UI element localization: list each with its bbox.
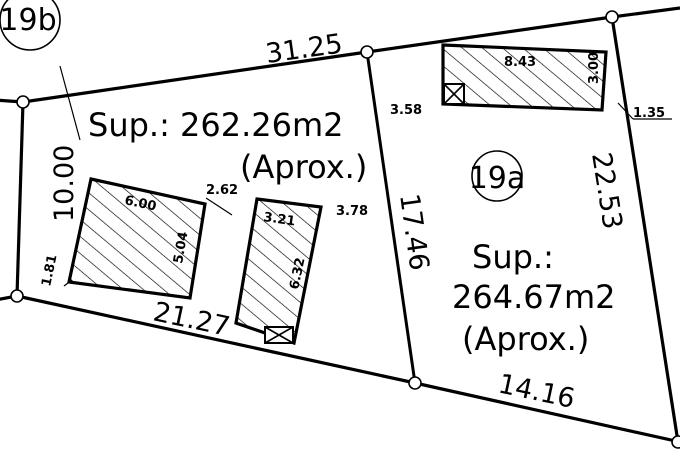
offset-leader: [63, 279, 73, 287]
corner-marker: [360, 45, 374, 59]
lot-a-area-label: Sup.:: [472, 238, 554, 276]
lot-boundary-left: [15, 101, 25, 297]
left-house-width: 6.00: [123, 193, 157, 214]
middle-house-depth: 6.32: [287, 256, 308, 290]
bottom-right-boundary-length: 14.16: [496, 369, 578, 415]
corner-marker: [10, 289, 24, 303]
lot-divider-line: [365, 51, 417, 384]
corner-marker: [16, 95, 30, 109]
right-house-to-edge-offset: 1.35: [633, 106, 665, 121]
lot-boundary-bottom: [0, 294, 680, 444]
right-boundary-length: 22.53: [585, 150, 628, 231]
corner-marker: [671, 435, 680, 449]
right-house-depth: 3.00: [587, 52, 602, 84]
left-boundary-length: 10.00: [49, 145, 80, 222]
middle-to-divider-offset: 3.78: [336, 204, 368, 219]
left-house-footprint: [67, 177, 207, 300]
offset-leader: [617, 102, 634, 120]
offset-leader: [205, 197, 233, 216]
lot-a-area-approx: (Aprox.): [462, 320, 589, 358]
leader-line: [59, 65, 81, 141]
divider-length: 17.46: [393, 192, 434, 273]
middle-house-width: 3.21: [262, 210, 296, 229]
lot-boundary-right: [610, 16, 680, 443]
right-house-width: 8.43: [504, 55, 536, 70]
lot-a-area: 264.67m2: [452, 278, 616, 316]
lot-b-area: Sup.: 262.26m2: [88, 106, 344, 144]
divider-to-right-house-offset: 3.58: [390, 103, 422, 118]
top-left-boundary-length: 31.25: [264, 28, 345, 69]
lot-a-tag: 19a: [469, 161, 526, 196]
meter-box-cross: [264, 326, 294, 344]
lot-b-tag: 19b: [0, 3, 57, 38]
lot-b-area-approx: (Aprox.): [240, 148, 367, 186]
left-house-depth: 5.04: [171, 230, 191, 264]
corner-marker: [408, 376, 422, 390]
meter-box-cross: [443, 83, 465, 105]
lot-b-tag-circle: [0, 0, 61, 51]
between-houses-offset: 2.62: [206, 183, 238, 198]
left-side-offset: 1.81: [39, 253, 60, 287]
lot-a-tag-circle: [471, 150, 523, 202]
corner-marker: [605, 10, 619, 24]
bottom-left-boundary-length: 21.27: [151, 297, 233, 343]
